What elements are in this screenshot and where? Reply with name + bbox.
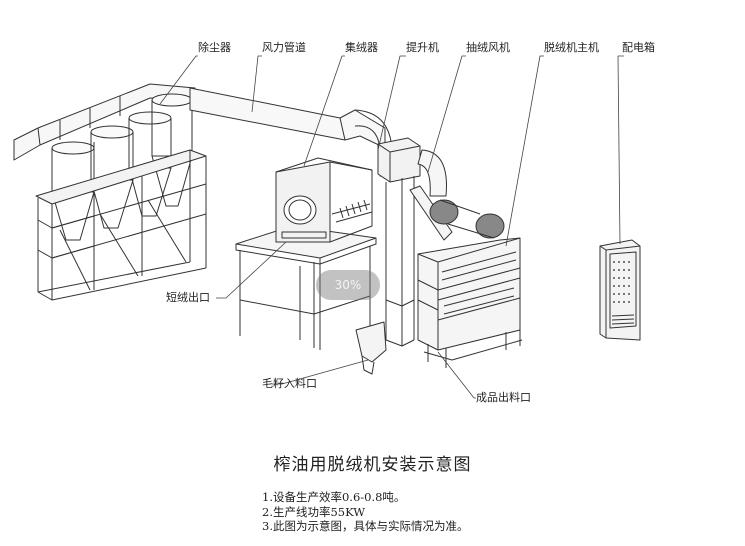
leader-lines bbox=[159, 55, 624, 399]
zoom-watermark: 30% bbox=[316, 270, 380, 300]
air-duct-drawing bbox=[189, 87, 393, 177]
label-elevator: 提升机 bbox=[406, 41, 439, 54]
diagram-title: 榨油用脱绒机安装示意图 bbox=[273, 455, 472, 475]
lint-collector-drawing bbox=[235, 157, 377, 350]
note-item: 2.生产线功率55KW bbox=[262, 504, 366, 519]
label-short-lint-outlet: 短绒出口 bbox=[166, 291, 210, 304]
notes-list: 1.设备生产效率0.6-0.8吨。 2.生产线功率55KW 3.此图为示意图，具… bbox=[262, 490, 468, 534]
note-item: 1.设备生产效率0.6-0.8吨。 bbox=[262, 490, 406, 504]
dust-remover-drawing bbox=[13, 83, 207, 301]
label-seed-inlet: 毛籽入料口 bbox=[262, 377, 317, 390]
main-delinter-drawing bbox=[409, 149, 523, 368]
label-main-delinter: 脱绒机主机 bbox=[544, 41, 599, 54]
label-air-duct: 风力管道 bbox=[262, 41, 306, 54]
label-lint-collector: 集绒器 bbox=[345, 41, 378, 54]
label-dust-remover: 除尘器 bbox=[198, 41, 231, 54]
control-box-drawing bbox=[599, 239, 641, 341]
elevator-drawing bbox=[355, 137, 421, 375]
label-suction-fan: 抽绒风机 bbox=[466, 41, 510, 54]
label-product-outlet: 成品出料口 bbox=[476, 391, 531, 404]
label-control-box: 配电箱 bbox=[622, 41, 655, 54]
note-item: 3.此图为示意图，具体与实际情况为准。 bbox=[262, 519, 469, 533]
